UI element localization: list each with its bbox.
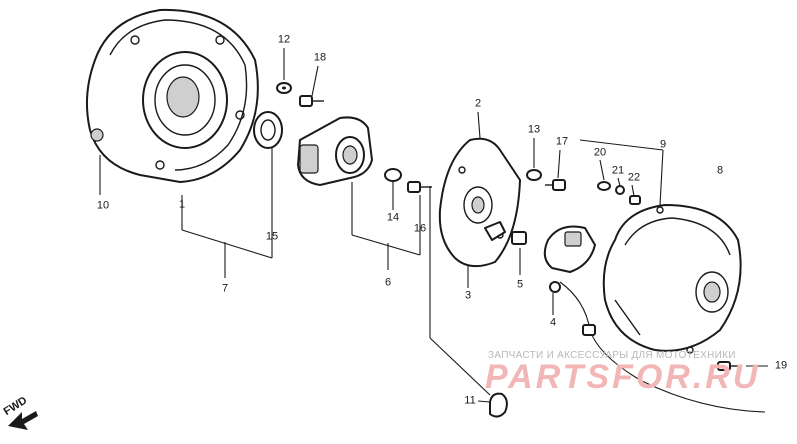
bolt-16 (407, 181, 432, 193)
callout-13: 13 (527, 123, 541, 136)
callout-2: 2 (474, 97, 482, 110)
stator-base-plate (438, 137, 521, 268)
pulser-coil-assembly (543, 225, 766, 413)
callout-3: 3 (464, 289, 472, 302)
washer-13 (526, 169, 542, 181)
watermark-brand: PARTSFOR.RU (485, 358, 761, 396)
left-crankcase-cover (86, 8, 259, 183)
bolt-17 (545, 179, 566, 191)
callout-5: 5 (516, 278, 524, 291)
callout-15: 15 (265, 230, 279, 243)
small-hardware (597, 181, 641, 205)
callout-9: 9 (659, 138, 667, 151)
bolt-18 (299, 95, 324, 107)
callout-16: 16 (413, 222, 427, 235)
spacer-5 (511, 231, 527, 245)
callout-17: 17 (555, 135, 569, 148)
callout-18: 18 (313, 51, 327, 64)
callout-7: 7 (221, 282, 229, 295)
leader-lines (99, 48, 768, 403)
callout-4: 4 (549, 316, 557, 329)
clamp-11 (489, 392, 508, 418)
callout-6: 6 (384, 276, 392, 289)
watermark-caption: ЗАПЧАСТИ И АКСЕССУАРЫ ДЛЯ МОТОТЕХНИКИ (488, 350, 736, 361)
callout-1: 1 (178, 198, 186, 211)
pulse-generator-housing (297, 116, 373, 186)
washer-12 (276, 82, 292, 94)
callout-21: 21 (611, 164, 625, 177)
callout-12: 12 (277, 33, 291, 46)
forward-arrow (8, 411, 38, 430)
callout-10: 10 (96, 199, 110, 212)
callout-20: 20 (593, 146, 607, 159)
callout-22: 22 (627, 171, 641, 184)
washer-14 (384, 168, 402, 182)
callout-11: 11 (464, 394, 476, 407)
callout-8: 8 (716, 164, 724, 177)
right-alternator-cover (602, 204, 742, 354)
callout-19: 19 (774, 359, 788, 372)
callout-14: 14 (386, 211, 400, 224)
oil-seal (253, 111, 283, 149)
screw-19 (717, 361, 742, 371)
